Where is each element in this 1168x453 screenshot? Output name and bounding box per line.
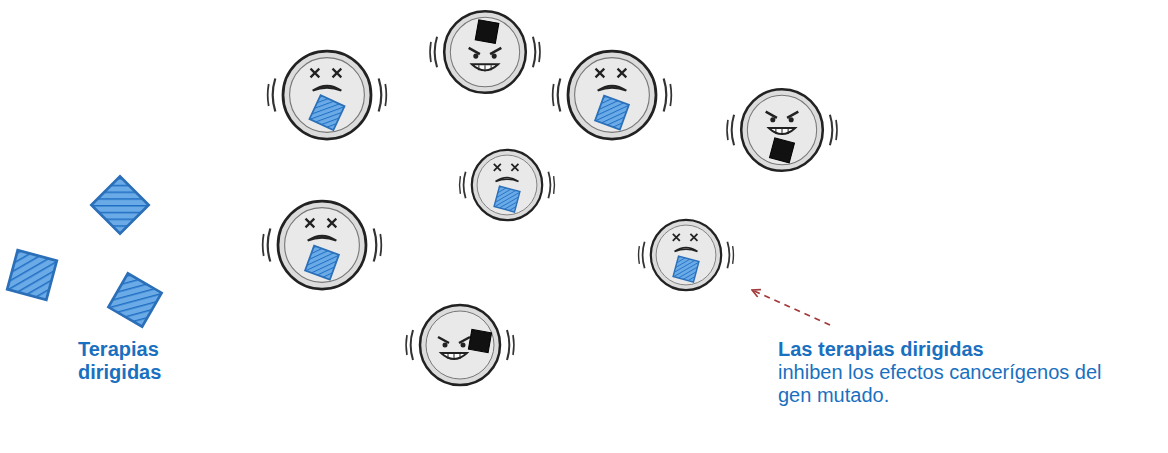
callout-text: inhiben los efectos cancerígenos del gen… bbox=[778, 361, 1123, 407]
callout-heading: Las terapias dirigidas bbox=[778, 338, 1158, 361]
therapy-label: Terapias dirigidas bbox=[78, 338, 198, 384]
callout-group: Las terapias dirigidasinhiben los efecto… bbox=[778, 338, 1158, 407]
label-group: Terapias dirigidas bbox=[78, 338, 198, 384]
